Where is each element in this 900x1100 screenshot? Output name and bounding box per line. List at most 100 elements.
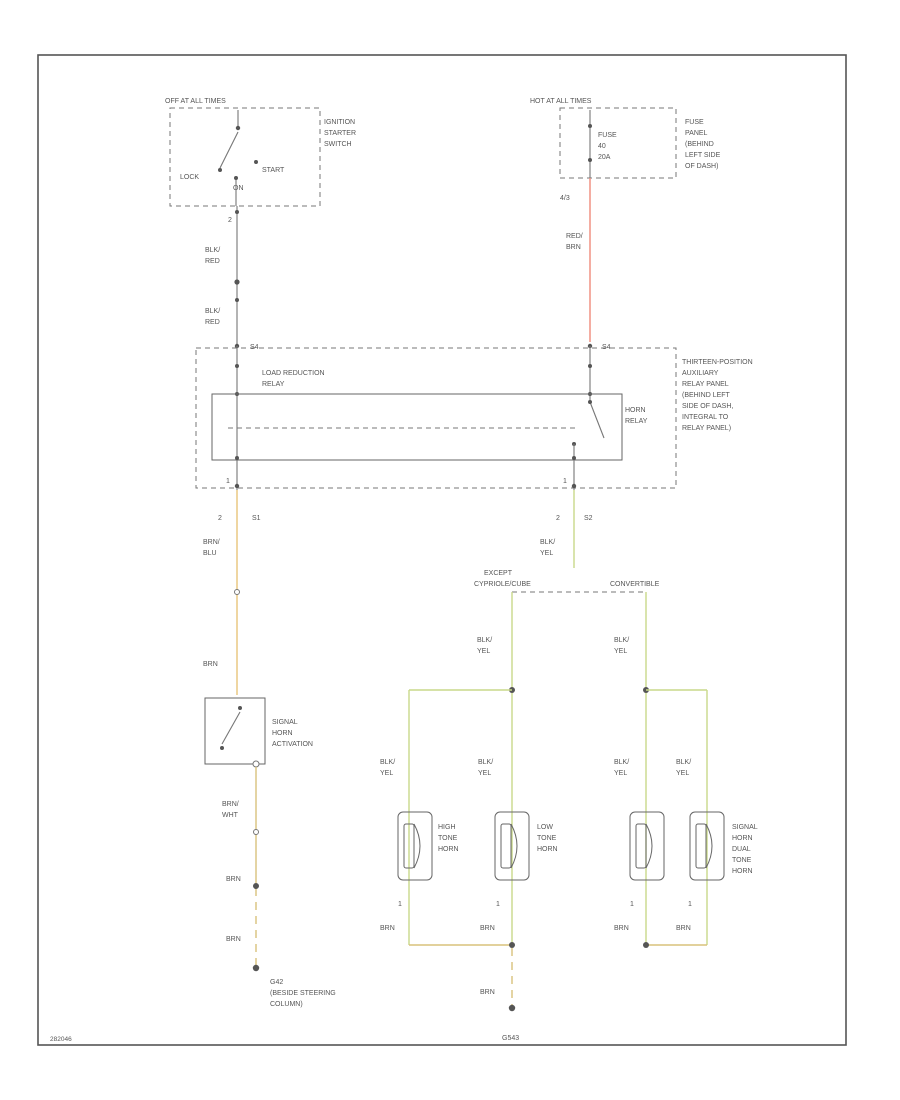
s2-pin: 2 — [556, 515, 560, 522]
ignition-switch-contact — [219, 131, 239, 169]
relay-panel-name-7: RELAY PANEL) — [682, 425, 731, 432]
wire-label-red-brn-b: BRN — [566, 244, 581, 251]
relay-panel-name-2: AUXILIARY — [682, 370, 719, 377]
fuse-inner-line3: 20A — [598, 154, 611, 161]
ignition-on-label: ON — [233, 185, 244, 192]
fuse-inner-line2: 40 — [598, 143, 606, 150]
ignition-pivot — [235, 125, 241, 131]
ground-g543-point — [508, 1004, 516, 1012]
wire-label-brn-3: BRN — [226, 936, 241, 943]
fuse-panel: HOT AT ALL TIMES FUSE 40 20A FUSE PANEL … — [530, 98, 721, 202]
wire-label-blk-red-1b: RED — [205, 258, 220, 265]
fuse-pin: 4/3 — [560, 195, 570, 202]
dual-horn-name-1: SIGNAL — [732, 824, 758, 831]
wire-label-brn-2: BRN — [226, 876, 241, 883]
ignition-start-label: START — [262, 167, 285, 174]
ground-g543-label: G543 — [502, 1035, 519, 1042]
fuse-inner-line1: FUSE — [598, 132, 617, 139]
wire-label-blk-yel-6a: BLK/ — [614, 759, 629, 766]
relay-panel-name-5: SIDE OF DASH, — [682, 403, 733, 410]
signal-horn-dual-tone: SIGNAL HORN DUAL TONE HORN 1 — [688, 811, 758, 908]
wire-label-blk-yel-3b: YEL — [380, 770, 393, 777]
wire-label-brn-blu-b: BLU — [203, 550, 217, 557]
s4-left: S4 — [250, 344, 259, 351]
relay-panel-name-4: (BEHIND LEFT — [682, 392, 731, 399]
ignition-name-line2: STARTER — [324, 130, 356, 137]
ignition-switch-box — [169, 107, 321, 207]
fuse-box — [559, 107, 677, 179]
signal-switch-name-1: SIGNAL — [272, 719, 298, 726]
option-except-line2: CYPRIOLE/CUBE — [474, 581, 531, 588]
s2-label: S2 — [584, 515, 593, 522]
wire-label-blk-red-2b: RED — [205, 319, 220, 326]
high-horn-name-1: HIGH — [438, 824, 456, 831]
option-except-line1: EXCEPT — [484, 570, 513, 577]
low-tone-horn: LOW TONE HORN 1 — [494, 811, 558, 908]
load-relay-line1: LOAD REDUCTION — [262, 370, 325, 377]
ground-g42-line3: COLUMN) — [270, 1001, 303, 1008]
signal-switch-name-2: HORN — [272, 730, 293, 737]
ignition-lock-label: LOCK — [180, 174, 199, 181]
wire-label-blk-yel-4b: YEL — [478, 770, 491, 777]
s1-pin: 2 — [218, 515, 222, 522]
signal-horn-activation-switch: SIGNAL HORN ACTIVATION — [204, 697, 313, 768]
horn-relay-line2: RELAY — [625, 418, 648, 425]
wire-label-blk-red-1a: BLK/ — [205, 247, 220, 254]
ignition-on-terminal — [234, 176, 238, 180]
relay-panel-name-1: THIRTEEN-POSITION — [682, 359, 753, 366]
wire-label-brn-5: BRN — [480, 925, 495, 932]
relay-panel-name-6: INTEGRAL TO — [682, 414, 729, 421]
wire-label-blk-yel-5b: YEL — [614, 648, 627, 655]
ignition-start-terminal — [254, 160, 258, 164]
load-relay-line2: RELAY — [262, 381, 285, 388]
diagram-code: 282046 — [50, 1036, 72, 1043]
diagram-frame — [37, 54, 847, 1046]
fuse-name-line2: PANEL — [685, 130, 708, 137]
horn-relay-box — [211, 393, 623, 461]
wire-label-blk-yel-7b: YEL — [676, 770, 689, 777]
wire-label-blk-yel-4a: BLK/ — [478, 759, 493, 766]
wire-label-brn-wht-a: BRN/ — [222, 801, 239, 808]
relay-pin1-left: 1 — [226, 478, 230, 485]
option-convertible: CONVERTIBLE — [610, 581, 660, 588]
wire-label-brn-4: BRN — [380, 925, 395, 932]
relay-panel: THIRTEEN-POSITION AUXILIARY RELAY PANEL … — [195, 343, 753, 490]
relay-panel-box — [195, 347, 677, 489]
horn-relay-contact — [589, 401, 605, 439]
ground-g42-point — [252, 964, 260, 972]
fuse-name-line4: LEFT SIDE — [685, 152, 721, 159]
wire-label-brn-8: BRN — [676, 925, 691, 932]
convertible-horn-1: 1 — [629, 811, 665, 908]
fuse-name-line3: (BEHIND — [685, 141, 714, 148]
dual-horn-name-5: HORN — [732, 868, 753, 875]
signal-switch-name-3: ACTIVATION — [272, 741, 313, 748]
high-tone-horn: HIGH TONE HORN 1 — [397, 811, 459, 908]
high-horn-pin: 1 — [398, 901, 402, 908]
wire-label-blk-yel-7a: BLK/ — [676, 759, 691, 766]
wire-label-blk-yel-5a: BLK/ — [614, 637, 629, 644]
low-horn-name-2: TONE — [537, 835, 557, 842]
ground-g42-line2: (BESIDE STEERING — [270, 990, 336, 997]
wire-label-blk-yel-1a: BLK/ — [540, 539, 555, 546]
wire-label-blk-yel-2a: BLK/ — [477, 637, 492, 644]
wire-label-brn-1: BRN — [203, 661, 218, 668]
dual-horn-pin: 1 — [688, 901, 692, 908]
wire-label-brn-wht-b: WHT — [222, 812, 239, 819]
ground-g42-line1: G42 — [270, 979, 283, 986]
wire-label-brn-7: BRN — [614, 925, 629, 932]
s4-right: S4 — [602, 344, 611, 351]
wire-label-blk-yel-6b: YEL — [614, 770, 627, 777]
conv-horn-1-pin: 1 — [630, 901, 634, 908]
wire-label-blk-red-2a: BLK/ — [205, 308, 220, 315]
wire-label-blk-yel-1b: YEL — [540, 550, 553, 557]
fuse-name-line1: FUSE — [685, 119, 704, 126]
wire-label-brn-blu-a: BRN/ — [203, 539, 220, 546]
fuse-name-line5: OF DASH) — [685, 163, 718, 170]
ignition-pin: 2 — [228, 217, 232, 224]
dual-horn-name-4: TONE — [732, 857, 752, 864]
low-horn-name-1: LOW — [537, 824, 553, 831]
dual-horn-name-3: DUAL — [732, 846, 751, 853]
high-horn-name-2: TONE — [438, 835, 458, 842]
wire-label-blk-yel-2b: YEL — [477, 648, 490, 655]
